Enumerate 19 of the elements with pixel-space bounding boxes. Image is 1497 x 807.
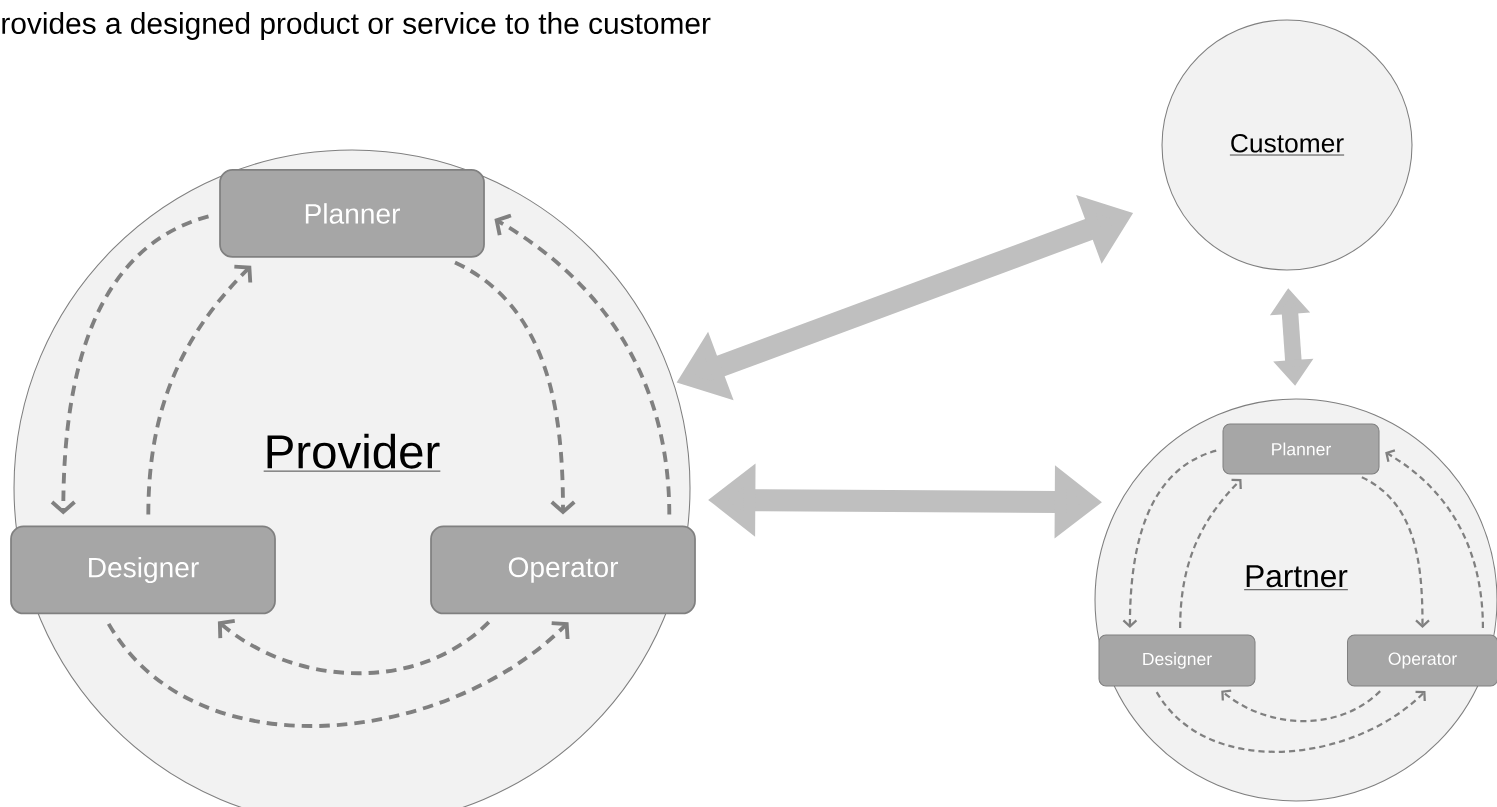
arrow [494,213,672,515]
arrow [107,621,570,728]
arrow [1221,689,1381,723]
arrow [1179,478,1242,628]
role-box: Planner [219,169,485,258]
arrow [146,264,253,515]
arrow [1361,476,1430,628]
role-box: Operator [430,525,696,615]
arrow [1155,690,1426,753]
role-box: Operator [1347,634,1497,687]
role-box: Planner [1222,423,1380,475]
arrow [217,619,491,676]
heading: rovides a designed product or service to the customer [2,12,711,40]
arrow [454,260,576,515]
arrow [1385,449,1485,629]
arrow [50,214,210,515]
role-box: Designer [1098,634,1256,687]
role-box: Designer [10,525,276,615]
arrow [1122,449,1217,628]
